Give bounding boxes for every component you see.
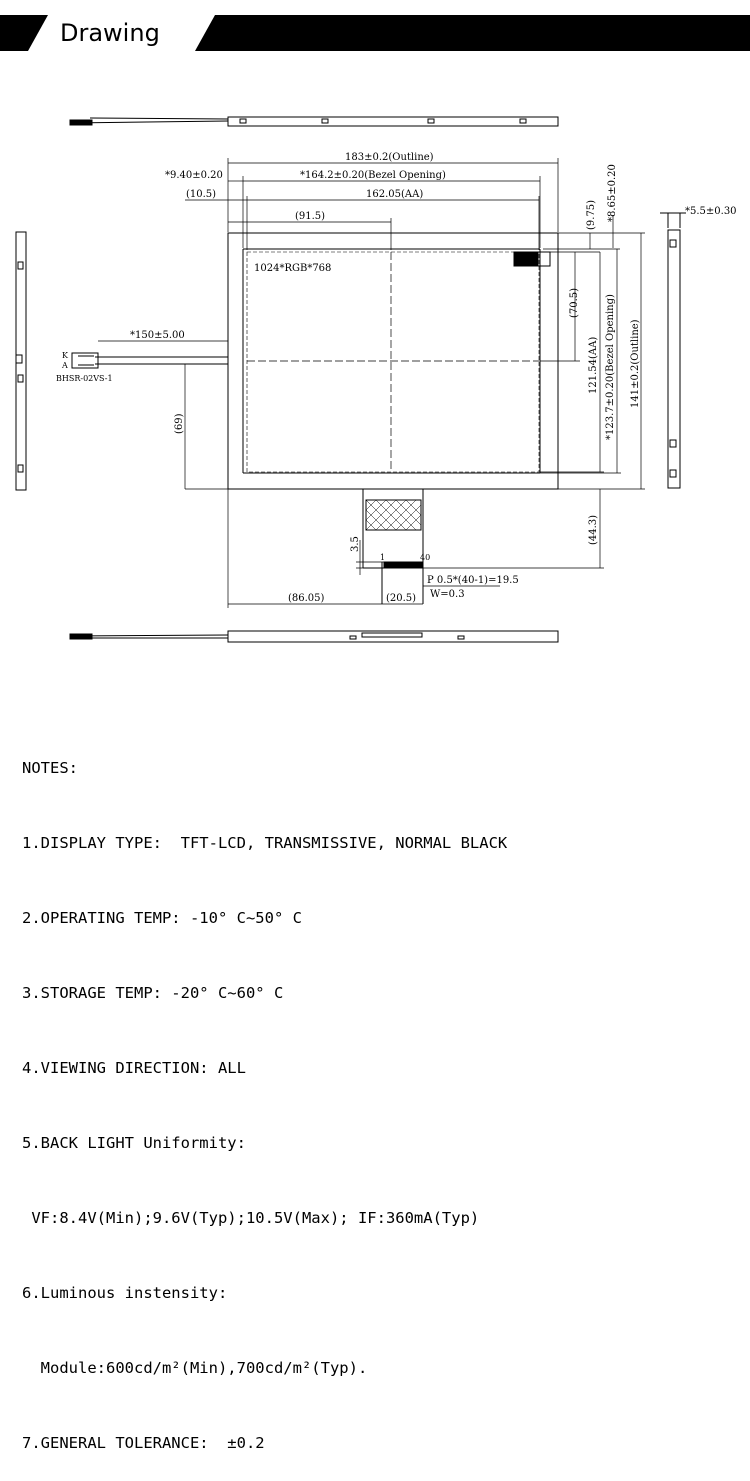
header-tab bbox=[28, 15, 215, 51]
note-item: 6.Luminous instensity: bbox=[22, 1284, 228, 1302]
dim-half-height: (70.5) bbox=[569, 288, 580, 318]
pin-a-label: A bbox=[61, 361, 68, 370]
dim-fpc-length: (44.3) bbox=[588, 515, 599, 545]
note-item: 1.DISPLAY TYPE: TFT-LCD, TRANSMISSIVE, N… bbox=[22, 834, 508, 852]
dim-outline-width: 183±0.2(Outline) bbox=[345, 152, 434, 163]
dim-cable-height: (69) bbox=[174, 413, 185, 434]
top-edge-view bbox=[69, 116, 559, 127]
backlight-cable bbox=[71, 352, 228, 369]
page-title: Drawing bbox=[60, 19, 160, 47]
notes-list: NOTES: 1.DISPLAY TYPE: TFT-LCD, TRANSMIS… bbox=[22, 706, 507, 1481]
fpc-tail bbox=[362, 489, 424, 604]
note-item: 7.GENERAL TOLERANCE: ±0.2 bbox=[22, 1434, 265, 1452]
dim-half-width: (91.5) bbox=[295, 211, 325, 222]
dim-pitch: P 0.5*(40-1)=19.5 bbox=[427, 575, 519, 586]
dim-top-offset: *8.65±0.20 bbox=[607, 164, 618, 222]
dim-side-thickness: *5.5±0.30 bbox=[685, 206, 737, 217]
resolution-label: 1024*RGB*768 bbox=[254, 263, 331, 274]
dim-aa-width: 162.05(AA) bbox=[366, 189, 423, 200]
note-item: VF:8.4V(Min);9.6V(Typ);10.5V(Max); IF:36… bbox=[22, 1209, 480, 1227]
pin-k-label: K bbox=[62, 351, 69, 360]
header-bar bbox=[0, 15, 750, 51]
dim-left-offset: *9.40±0.20 bbox=[165, 170, 223, 181]
dim-aa-left: (10.5) bbox=[186, 189, 216, 200]
note-item: 5.BACK LIGHT Uniformity: bbox=[22, 1134, 246, 1152]
dim-top-gap: (9.75) bbox=[586, 200, 597, 230]
connector-label: BHSR-02VS-1 bbox=[56, 374, 113, 383]
dim-cable-length: *150±5.00 bbox=[130, 330, 185, 341]
note-item: 4.VIEWING DIRECTION: ALL bbox=[22, 1059, 246, 1077]
dim-width: W=0.3 bbox=[430, 589, 465, 600]
dim-fpc-x: (86.05) bbox=[288, 593, 325, 604]
dim-outline-height: 141±0.2(Outline) bbox=[630, 319, 641, 408]
right-side-view bbox=[660, 212, 686, 489]
dim-fpc-width: (20.5) bbox=[386, 593, 416, 604]
pin-first-label: 1 bbox=[380, 553, 385, 562]
dim-bezel-width: *164.2±0.20(Bezel Opening) bbox=[300, 170, 446, 181]
dim-bezel-height: *123.7±0.20(Bezel Opening) bbox=[605, 294, 616, 440]
note-item: Module:600cd/m²(Min),700cd/m²(Typ). bbox=[22, 1359, 368, 1377]
notes-heading: NOTES: bbox=[22, 759, 78, 777]
left-side-view bbox=[15, 231, 27, 491]
bottom-edge-view bbox=[69, 630, 559, 643]
front-view bbox=[227, 232, 559, 490]
pin-last-label: 40 bbox=[420, 553, 430, 562]
technical-drawing: 183±0.2(Outline) *9.40±0.20 *164.2±0.20(… bbox=[15, 116, 737, 643]
dimension-lines bbox=[98, 158, 645, 608]
note-item: 2.OPERATING TEMP: -10° C~50° C bbox=[22, 909, 302, 927]
dim-fpc-tab: 3.5 bbox=[350, 536, 361, 552]
dim-aa-height: 121.54(AA) bbox=[588, 337, 599, 394]
